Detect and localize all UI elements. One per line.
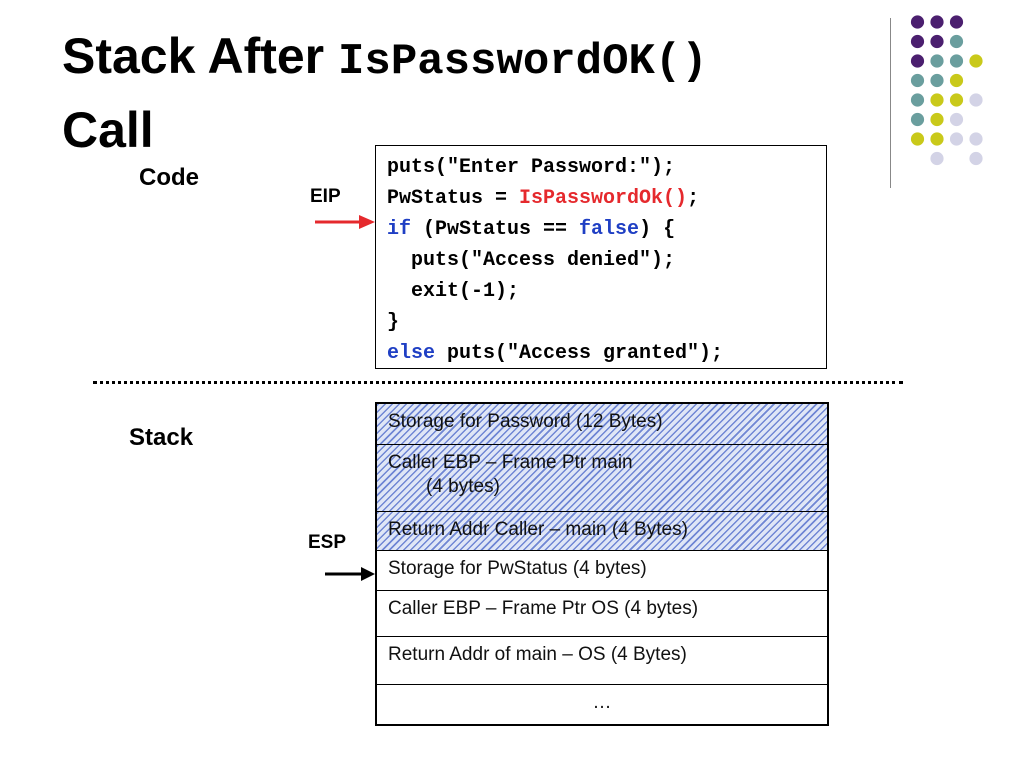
esp-label: ESP [308,532,347,553]
keyword: false [579,218,640,241]
decorative-dot [949,112,964,127]
decorative-dot [910,54,925,68]
decorative-dot [949,73,964,88]
stack-row-label: Return Addr Caller – main (4 Bytes) [388,519,688,540]
code-line-1: puts("Enter Password:"); [387,152,826,183]
decorative-dot [930,93,944,107]
stack-row-caller-ebp-main: Caller EBP – Frame Ptr main (4 bytes) [377,445,827,512]
decorative-dot [949,34,964,49]
decorative-divider [890,18,891,188]
code-line-6: } [387,307,826,338]
stack-row-label: Storage for Password (12 Bytes) [388,411,663,432]
stack-row-caller-ebp-os: Caller EBP – Frame Ptr OS (4 bytes) [377,591,827,637]
keyword: if [387,218,412,241]
stack-row-label-continued: (4 bytes) [426,476,500,497]
decorative-dot [910,93,925,107]
stack-diagram: Storage for Password (12 Bytes) Caller E… [375,402,829,726]
code-text: ; [687,187,700,210]
stack-row-label: Return Addr of main – OS (4 Bytes) [388,644,687,665]
stack-row-return-addr-os: Return Addr of main – OS (4 Bytes) [377,637,827,685]
decorative-dot [949,54,964,68]
code-line-5: exit(-1); [387,276,826,307]
code-text: puts("Access denied"); [387,249,676,272]
decorative-dot [969,151,983,166]
stack-row-label: Caller EBP – Frame Ptr main [388,452,633,473]
decorative-dot [930,73,944,88]
decorative-dot [930,151,944,166]
decorative-dot-grid [910,15,983,166]
code-text: exit(-1); [387,280,520,303]
stack-row-label: … [592,692,612,713]
code-text: (PwStatus == [411,218,580,241]
stack-row-label: Storage for PwStatus (4 bytes) [388,558,647,579]
section-separator [93,381,903,384]
code-line-2: PwStatus = IsPasswordOk(); [387,183,826,214]
title-function: IsPasswordOK() [338,37,708,87]
code-text: } [387,311,400,334]
slide-title: Stack After IsPasswordOK() Call [62,22,862,164]
stack-row-password: Storage for Password (12 Bytes) [377,404,827,445]
code-line-7: else puts("Access granted"); [387,338,826,369]
code-line-3: if (PwStatus == false) { [387,214,826,245]
decorative-dot [930,15,944,29]
stack-row-pwstatus: Storage for PwStatus (4 bytes) [377,551,827,591]
decorative-dot [949,93,964,107]
decorative-dot [910,73,925,88]
stack-row-return-addr-main: Return Addr Caller – main (4 Bytes) [377,512,827,551]
code-text: ) { [639,218,676,241]
decorative-dot [949,15,964,29]
decorative-dot [930,34,944,49]
decorative-dot [969,93,983,107]
title-suffix: Call [62,102,154,158]
function-call: IsPasswordOk() [519,187,688,210]
stack-row-ellipsis: … [377,685,827,725]
eip-arrow-icon [315,215,375,229]
code-label: Code [139,164,199,191]
decorative-dot [910,34,925,49]
code-text: puts("Enter Password:"); [387,156,676,179]
stack-row-label: Caller EBP – Frame Ptr OS (4 bytes) [388,598,699,619]
decorative-dot [930,132,944,146]
code-text: PwStatus = [387,187,520,210]
decorative-dot [910,132,925,146]
code-text: puts("Access granted"); [435,342,724,365]
title-prefix: Stack After [62,28,339,84]
code-block: puts("Enter Password:"); PwStatus = IsPa… [375,145,827,369]
stack-label: Stack [129,424,194,451]
decorative-dot [949,132,964,146]
esp-arrow-icon [325,567,375,581]
decorative-dot [930,112,944,127]
decorative-dot [910,112,925,127]
keyword: else [387,342,436,365]
decorative-dot [910,15,925,29]
decorative-dot [969,132,983,146]
decorative-dot [969,54,983,68]
decorative-dot [930,54,944,68]
eip-label: EIP [310,186,341,207]
code-line-4: puts("Access denied"); [387,245,826,276]
